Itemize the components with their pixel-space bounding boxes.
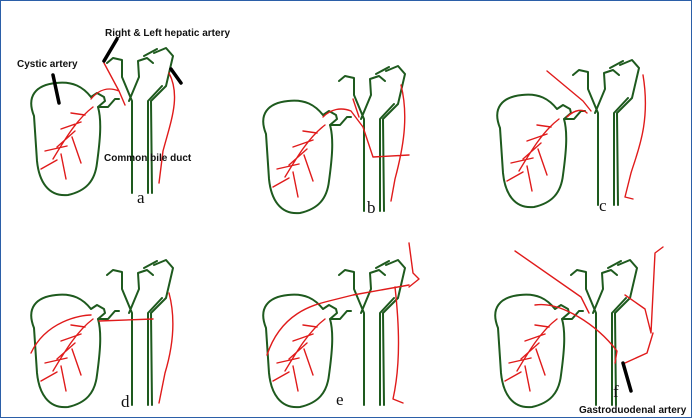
panel-e [263, 243, 419, 407]
pointer-cystic [53, 75, 59, 103]
panel-letter-e: e [336, 390, 344, 409]
panel-d [31, 260, 173, 407]
panel-f [495, 247, 663, 407]
panel-letter-d: d [121, 392, 130, 411]
panel-letter-a: a [137, 188, 145, 207]
label-cbd: Common bile duct [104, 153, 192, 164]
panel-letter-b: b [367, 198, 376, 217]
panel-b [263, 66, 409, 213]
artery-b [323, 85, 409, 201]
label-hepatic: Right & Left hepatic artery [105, 28, 230, 39]
panel-letter-f: f [613, 382, 619, 401]
artery-f [515, 247, 663, 363]
label-gda: Gastroduodenal artery [579, 405, 687, 416]
panel-c [497, 60, 645, 207]
panel-letter-c: c [599, 196, 607, 215]
label-cystic: Cystic artery [17, 59, 78, 70]
pointer-gda [623, 363, 631, 391]
artery-e [267, 243, 419, 403]
